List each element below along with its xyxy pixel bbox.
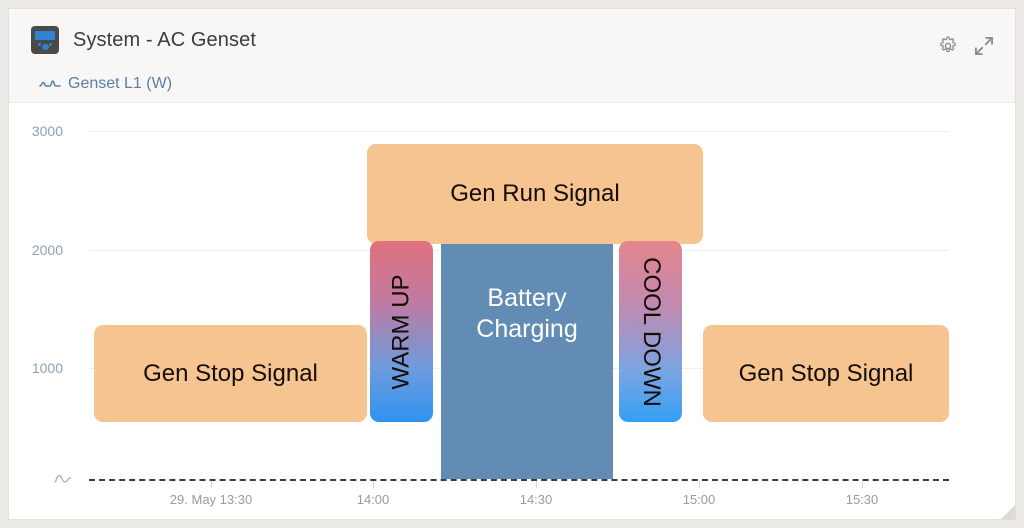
annotation-cool-down-label: COOL DOWN — [637, 256, 665, 407]
x-tick-label-1: 14:00 — [356, 492, 390, 507]
device-dot-right — [49, 43, 52, 46]
x-tickmark-0 — [211, 481, 212, 488]
series-baseline — [89, 479, 949, 481]
x-tickmark-2 — [536, 481, 537, 488]
x-tickmark-1 — [373, 481, 374, 488]
legend-item-genset-l1[interactable]: Genset L1 (W) — [39, 75, 172, 93]
chart-canvas: 3000 2000 1000 Gen Run Signal G — [9, 103, 1015, 519]
widget-header: System - AC Genset Genset L1 (W) — [9, 9, 1015, 103]
page-title: System - AC Genset — [73, 28, 256, 51]
ac-sine-icon — [54, 474, 72, 483]
chart-plot-area: 3000 2000 1000 Gen Run Signal G — [9, 103, 1015, 519]
x-tick-label-2: 14:30 — [519, 492, 553, 507]
annotation-gen-run-signal-label: Gen Run Signal — [450, 180, 620, 207]
x-tick-label-3: 15:00 — [682, 492, 716, 507]
annotation-gen-stop-signal-left-label: Gen Stop Signal — [143, 359, 318, 387]
y-tick-2000: 2000 — [31, 242, 63, 258]
annotation-gen-stop-signal-right-label: Gen Stop Signal — [738, 359, 914, 387]
card-corner-fold — [1001, 505, 1015, 519]
y-tick-3000: 3000 — [31, 123, 63, 139]
annotation-cool-down: COOL DOWN — [619, 241, 682, 422]
legend-label: Genset L1 (W) — [68, 75, 173, 92]
waveform-icon — [39, 80, 61, 87]
x-tickmark-4 — [862, 481, 863, 488]
annotation-gen-run-signal: Gen Run Signal — [367, 144, 703, 244]
widget-title-row: System - AC Genset — [31, 26, 256, 54]
annotation-battery-charging-label: Battery Charging — [476, 284, 578, 343]
annotation-warm-up-label: WARM UP — [387, 273, 415, 390]
annotation-gen-stop-signal-left: Gen Stop Signal — [94, 325, 367, 422]
genset-device-icon — [31, 26, 59, 54]
x-tickmark-3 — [699, 481, 700, 488]
device-screen-shape — [35, 31, 55, 40]
y-tick-1000: 1000 — [31, 360, 63, 376]
gear-icon[interactable] — [937, 35, 959, 57]
expand-icon[interactable] — [973, 35, 995, 57]
widget-card: System - AC Genset Genset L1 (W) — [8, 8, 1016, 520]
device-knob — [42, 44, 49, 50]
annotation-warm-up: WARM UP — [370, 241, 433, 422]
device-dot-left — [38, 43, 41, 46]
gridline-3000 — [89, 131, 949, 132]
widget-header-actions — [937, 35, 995, 57]
x-tick-label-4: 15:30 — [845, 492, 879, 507]
series-area-genset-l1 — [441, 207, 613, 479]
x-tick-label-0: 29. May 13:30 — [169, 492, 253, 507]
annotation-gen-stop-signal-right: Gen Stop Signal — [703, 325, 949, 422]
